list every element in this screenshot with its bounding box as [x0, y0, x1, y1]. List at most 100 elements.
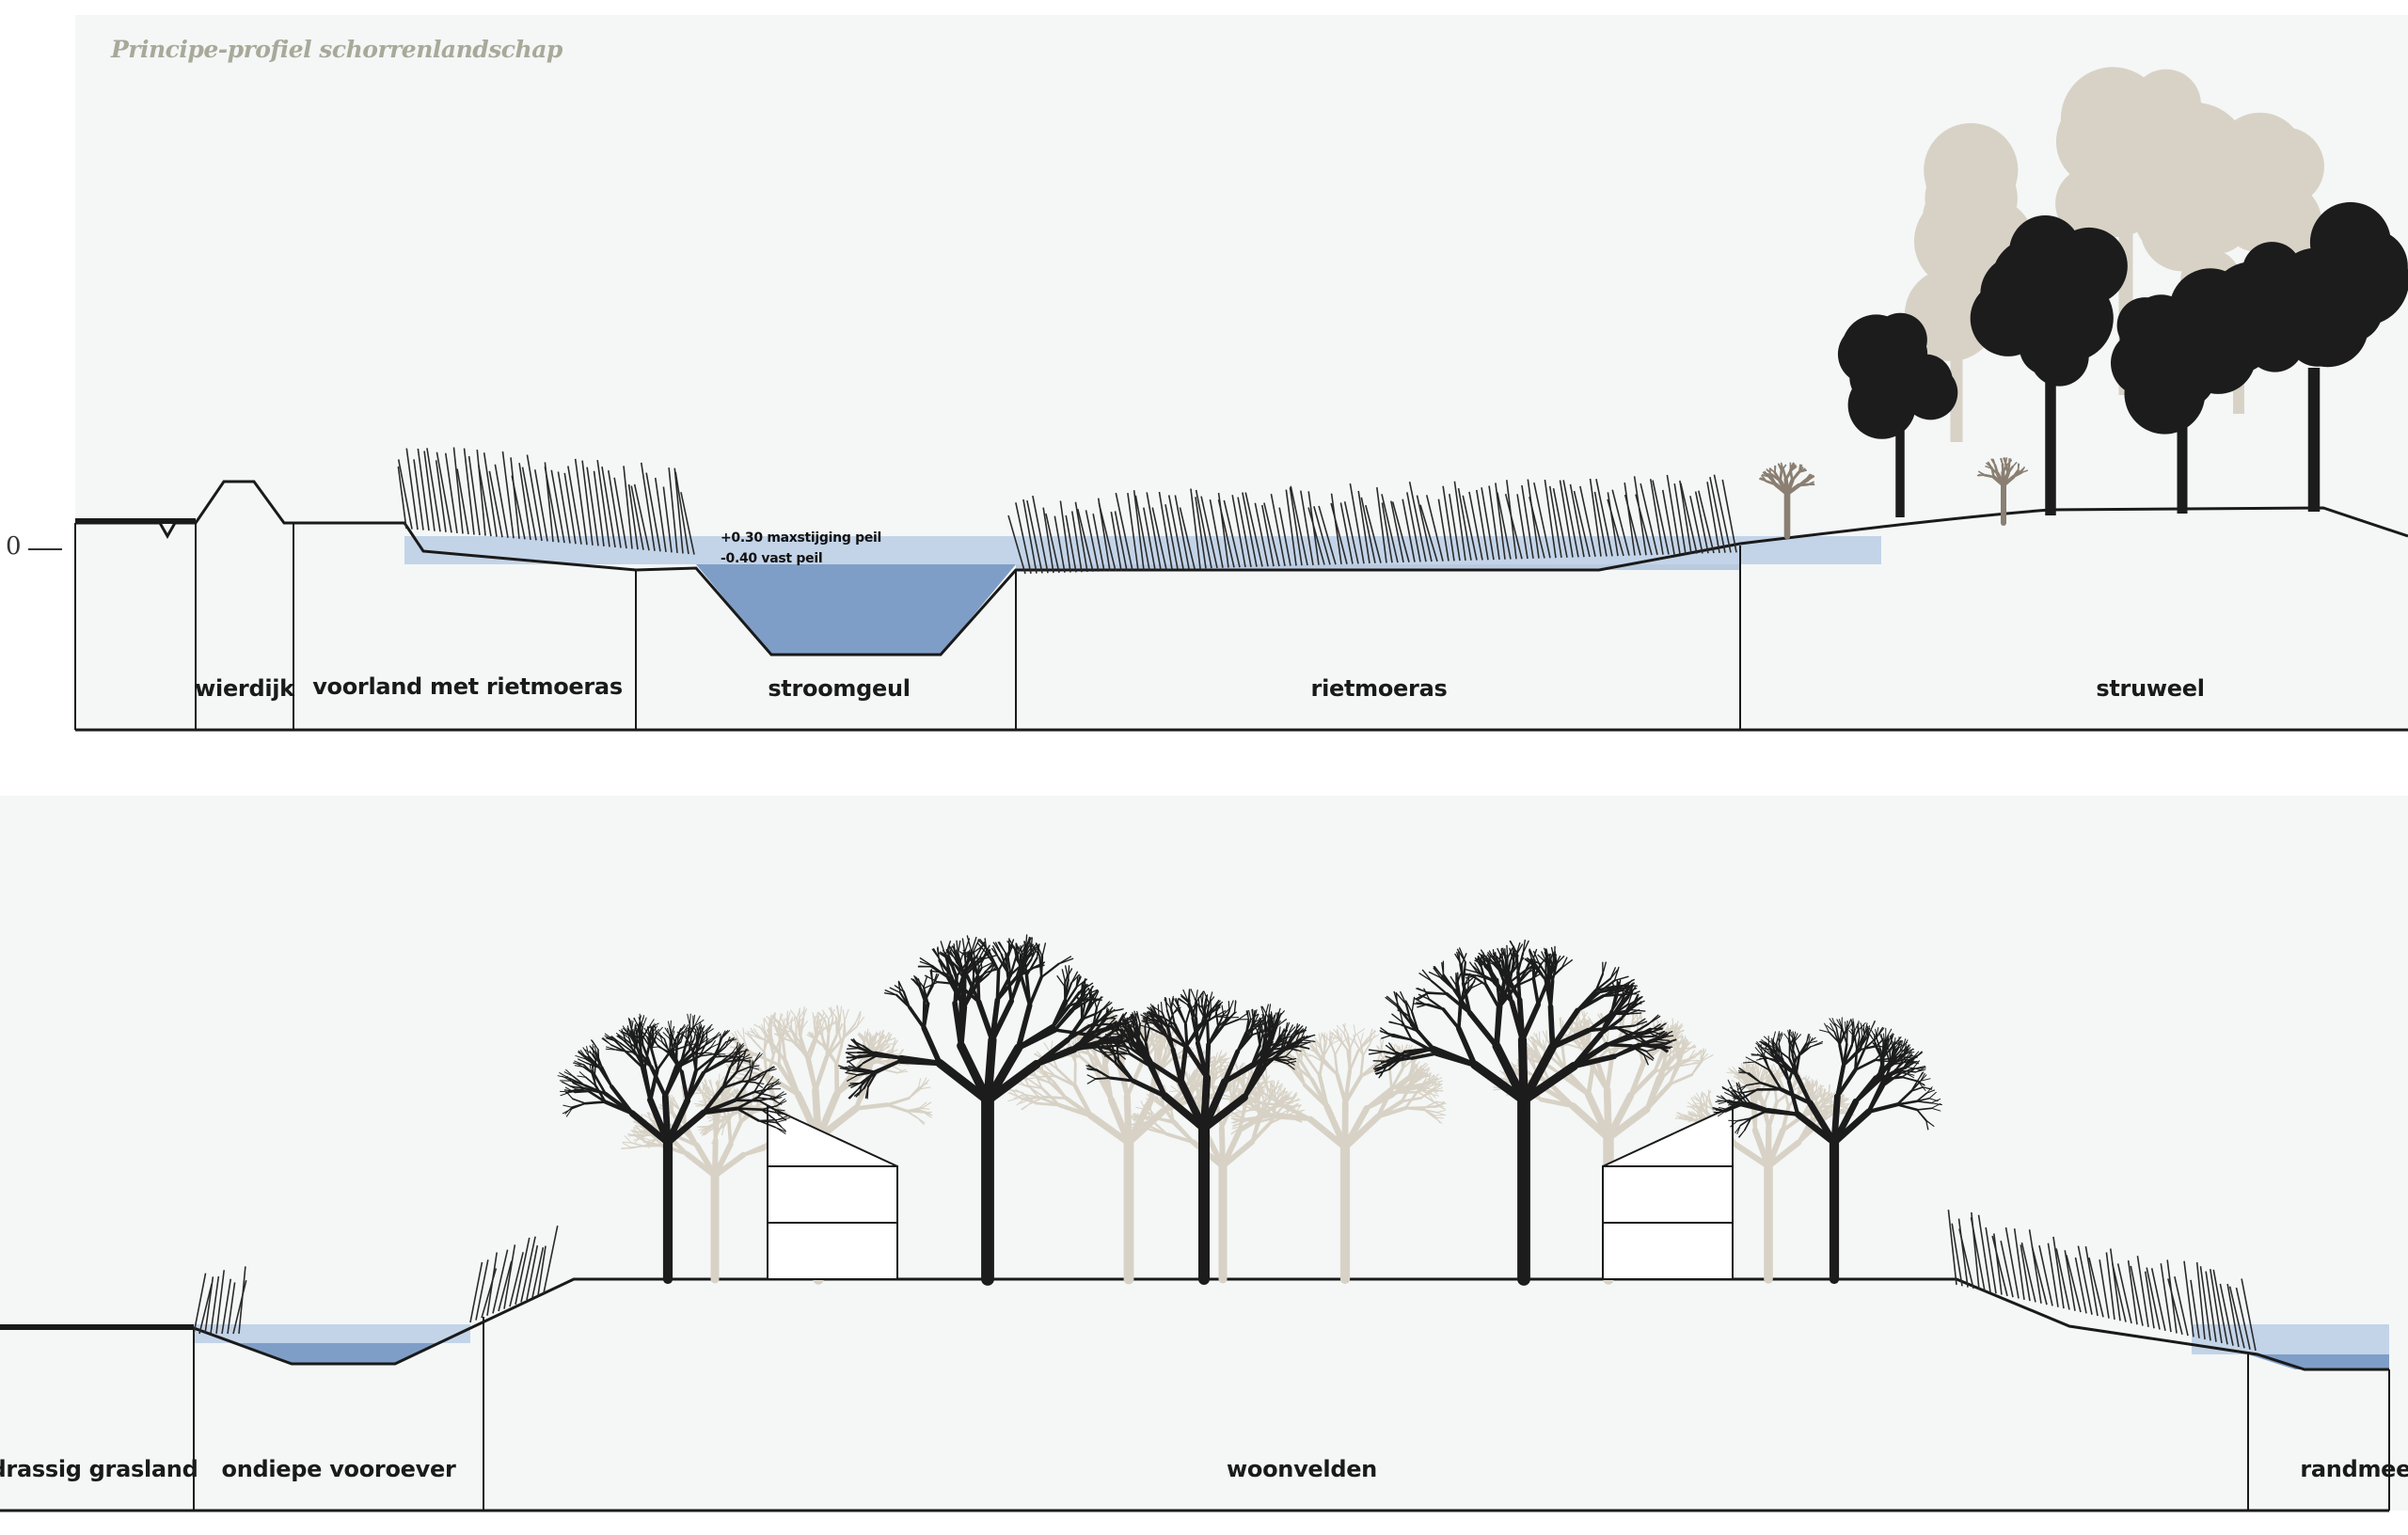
reed-stem [1054, 515, 1066, 573]
reed-stem [1661, 489, 1675, 555]
reed-stem [232, 1280, 247, 1335]
reed-stem [1495, 483, 1506, 560]
reed-stem [1330, 502, 1348, 564]
reed-stem [544, 467, 560, 543]
branch [1291, 1102, 1298, 1108]
branch [1220, 1129, 1243, 1169]
branch [572, 1098, 587, 1104]
branch [778, 1036, 787, 1044]
reed-stem [1569, 483, 1585, 558]
branch [1248, 1009, 1252, 1021]
branch [1162, 1037, 1167, 1053]
crown-blob [2119, 301, 2191, 372]
reed-stem [1143, 507, 1156, 571]
branch [1605, 1053, 1615, 1093]
reed-stem [2004, 1226, 2020, 1299]
branch [983, 1035, 997, 1105]
reed-stem [1195, 489, 1212, 569]
reed-stem [510, 457, 520, 539]
branch [958, 1000, 965, 1049]
reed-stem [1666, 474, 1681, 555]
branch [2000, 457, 2004, 466]
reed-stem [1694, 491, 1709, 554]
branch [623, 1143, 632, 1148]
reed-stem [1457, 487, 1472, 561]
struweel-trees [1759, 67, 2408, 540]
branch [737, 1075, 752, 1082]
branch [1356, 1034, 1361, 1043]
branch [1990, 467, 1995, 479]
branch [918, 1101, 927, 1109]
branch [1215, 1056, 1225, 1066]
branch [1768, 467, 1776, 474]
reed-stem [1958, 1228, 1974, 1290]
branch [866, 1085, 869, 1100]
reed-stem [1977, 1214, 1991, 1293]
reed-stem [1593, 491, 1608, 557]
branch [1766, 1100, 1779, 1131]
reed-stem [1237, 497, 1252, 567]
reed-stem [1947, 1210, 1957, 1286]
reed-stem [601, 467, 616, 548]
branch [853, 1050, 869, 1071]
reed-stem [2167, 1278, 2183, 1335]
reed-stem [557, 471, 571, 544]
reed-stem [1993, 1233, 2003, 1295]
branch [679, 1069, 689, 1103]
reed-stem [511, 475, 526, 540]
branch [750, 1027, 758, 1038]
reed-stem [1164, 504, 1179, 570]
branch [1165, 997, 1168, 1011]
reed-stem [463, 448, 475, 535]
branch [766, 1015, 776, 1025]
branch [667, 1021, 672, 1033]
branch [853, 1102, 890, 1111]
branch [1283, 1101, 1292, 1104]
branch [871, 1032, 881, 1039]
branch [917, 1078, 922, 1089]
reed-stem [1376, 487, 1387, 563]
branch [1008, 1089, 1023, 1094]
branch [1160, 1038, 1163, 1054]
reed-stem [1985, 1226, 1997, 1294]
branch [734, 1031, 741, 1045]
struweel-tree [1837, 312, 1958, 517]
house-left [767, 1104, 898, 1280]
branch [1250, 1121, 1272, 1144]
reed-stem [1562, 480, 1579, 558]
branch [1059, 1054, 1069, 1059]
reed-stem [2127, 1260, 2138, 1325]
reed-stem [2150, 1268, 2166, 1332]
reed-stem [1552, 488, 1568, 558]
branch [825, 1033, 831, 1059]
reed-stem [498, 1260, 513, 1312]
branch [732, 1035, 740, 1046]
branch [1793, 1074, 1795, 1084]
branch [856, 1016, 865, 1027]
branch [880, 1043, 894, 1046]
reed-stem [1365, 504, 1382, 563]
reed-stem [1244, 492, 1263, 567]
branch [814, 1015, 817, 1027]
branch [838, 1023, 844, 1033]
reed-stem [2020, 1244, 2031, 1302]
reed-stem [1970, 1217, 1986, 1291]
reed-stem [1195, 497, 1207, 569]
reed-stem [483, 452, 498, 537]
reed-stem [1521, 484, 1534, 559]
branch [835, 1018, 842, 1037]
reed-stem [397, 466, 407, 530]
reed-stem [1453, 481, 1466, 562]
reed-stem [2052, 1236, 2065, 1309]
branch [1272, 1084, 1278, 1092]
branch [887, 1049, 898, 1055]
branch [1027, 1078, 1043, 1090]
reed-stem [417, 448, 430, 531]
reed-stem [1381, 494, 1399, 563]
reed-stem [215, 1270, 226, 1335]
reeds-rietmoeras [1007, 474, 1737, 575]
reed-stem [1419, 504, 1438, 562]
branch [763, 1018, 766, 1031]
reed-stem [1951, 1223, 1963, 1287]
reed-stem [2020, 1242, 2036, 1303]
